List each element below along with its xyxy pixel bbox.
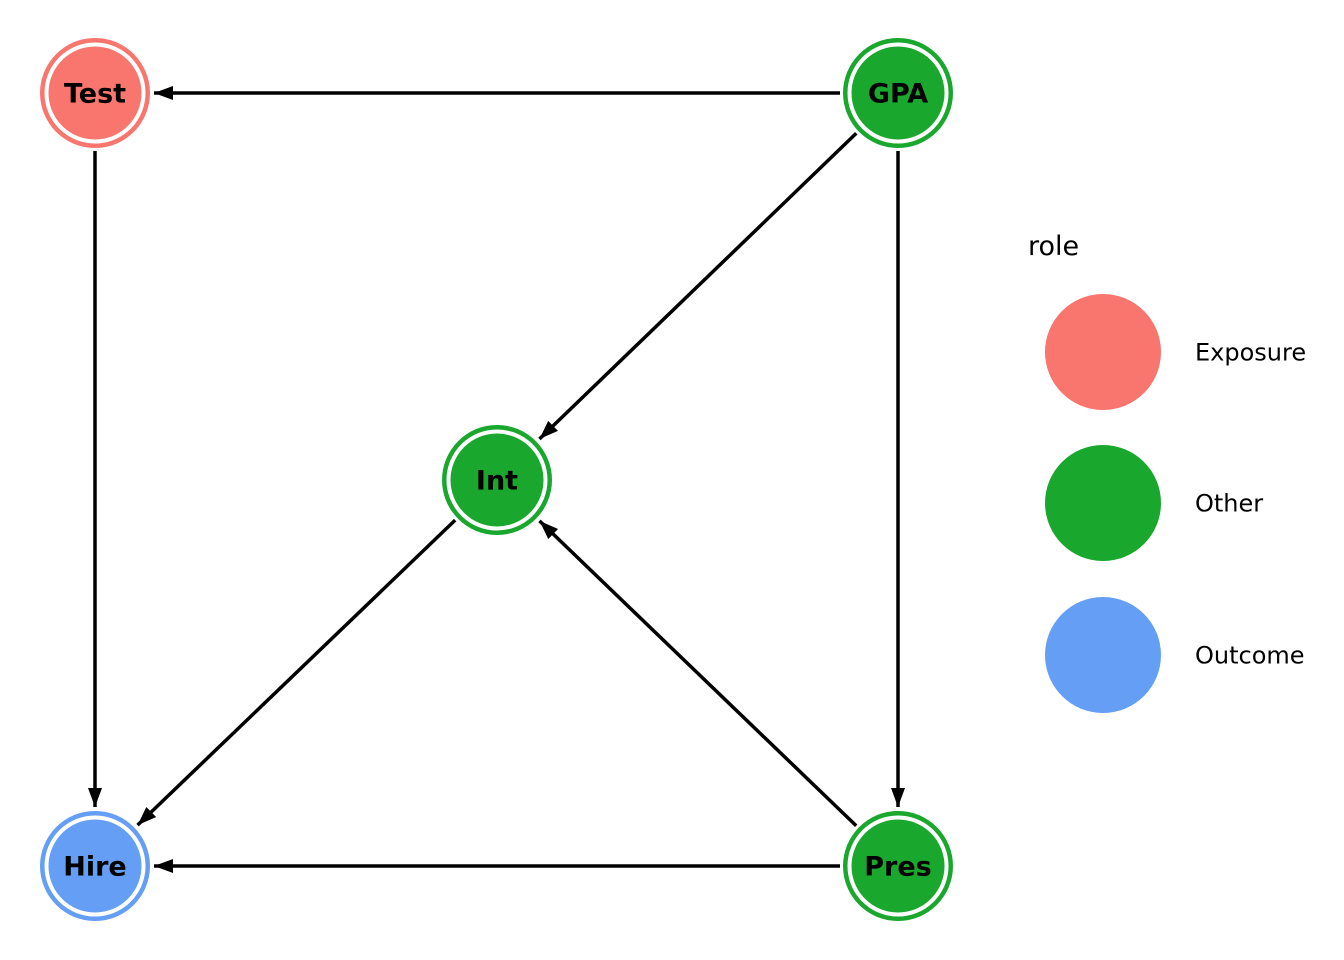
node-inner-ring	[44, 42, 146, 144]
dag-node-test: Test	[40, 38, 150, 148]
node-label: Int	[476, 466, 518, 497]
node-circle	[843, 38, 953, 148]
node-inner-ring	[44, 815, 146, 917]
legend-label: Other	[1195, 490, 1263, 518]
legend-entry-outcome: Outcome	[1045, 597, 1305, 713]
node-label: Pres	[864, 852, 932, 883]
legend-swatch-other	[1045, 445, 1161, 561]
dag-node-pres: Pres	[843, 811, 953, 921]
node-label: GPA	[868, 79, 928, 110]
node-circle	[40, 38, 150, 148]
legend-entry-exposure: Exposure	[1045, 294, 1306, 410]
legend-label: Exposure	[1195, 339, 1306, 367]
dag-node-gpa: GPA	[843, 38, 953, 148]
node-inner-ring	[847, 42, 949, 144]
legend-swatch-outcome	[1045, 597, 1161, 713]
node-label: Test	[64, 79, 126, 110]
edge-int-hire	[136, 518, 457, 827]
node-inner-ring	[847, 815, 949, 917]
node-circle	[40, 811, 150, 921]
edge-gpa-int	[538, 132, 858, 441]
legend-title: role	[1028, 231, 1079, 262]
legend-label: Outcome	[1195, 642, 1305, 670]
node-inner-ring	[446, 429, 548, 531]
dag-node-int: Int	[442, 425, 552, 535]
edge-pres-int	[538, 519, 858, 828]
dag-node-hire: Hire	[40, 811, 150, 921]
legend-entry-other: Other	[1045, 445, 1263, 561]
node-circle	[442, 425, 552, 535]
node-label: Hire	[63, 852, 126, 883]
node-circle	[843, 811, 953, 921]
legend-swatch-exposure	[1045, 294, 1161, 410]
